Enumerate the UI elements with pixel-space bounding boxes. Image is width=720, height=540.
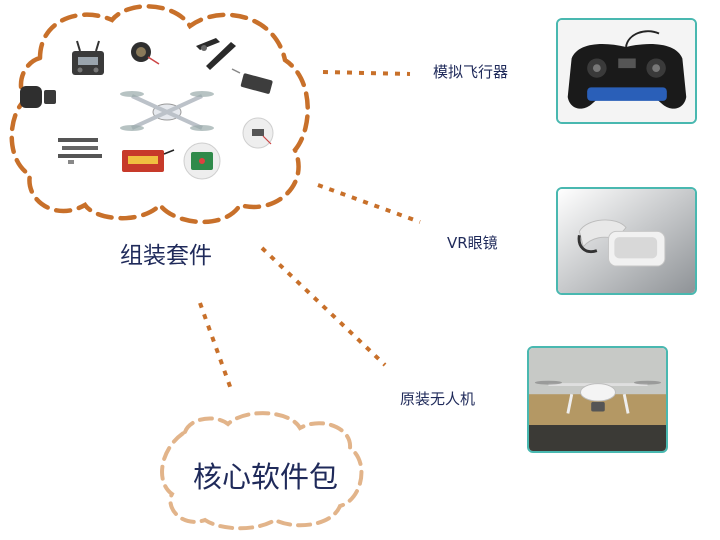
esc-module-icon (231, 68, 273, 94)
quadcopter-icon (120, 91, 214, 131)
motor-icon (131, 42, 160, 65)
connector-drone (260, 246, 387, 367)
transmitter-icon (72, 40, 104, 75)
connector-vr (317, 183, 421, 224)
kit-cloud (9, 4, 310, 225)
lipo-battery-icon (122, 149, 175, 172)
vr-headset-photo (556, 187, 697, 295)
frame-parts-icon (58, 138, 102, 164)
core-cloud (160, 411, 364, 531)
drone-photo (527, 346, 668, 453)
receiver-icon (242, 117, 274, 149)
core-software-label: 核心软件包 (193, 460, 339, 494)
simulator-photo (556, 18, 697, 124)
propeller-icon (196, 38, 236, 70)
drone-label: 原装无人机 (400, 390, 476, 408)
connector-core (198, 302, 234, 393)
flight-controller-board-icon (183, 142, 221, 180)
connector-simulator (322, 70, 411, 76)
gps-module-icon (20, 86, 56, 108)
vr-label: VR眼镜 (447, 234, 498, 252)
kit-label: 组装套件 (120, 243, 212, 269)
simulator-label: 模拟飞行器 (433, 63, 509, 81)
